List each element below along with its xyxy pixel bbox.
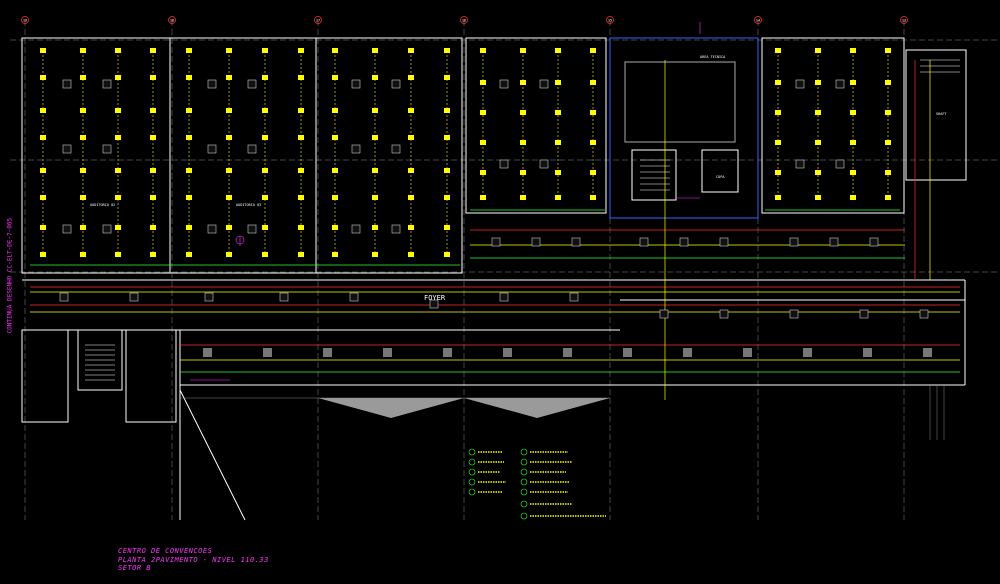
building-walls <box>21 37 967 521</box>
label-shaft: SHAFT <box>936 112 947 116</box>
label-auditorio-03: AUDITORIO 03 <box>236 203 261 207</box>
title-line-1: CENTRO DE CONVENCOES <box>118 547 213 555</box>
grid-label-3: 17 <box>316 18 320 22</box>
continuation-note: CONTINUA DESENHO CC-ELT-DE-7-005 <box>6 217 14 334</box>
foyer-label: FOYER <box>424 294 446 302</box>
grid-label-5: 15 <box>608 18 612 22</box>
grid-label-4: 16 <box>462 18 466 22</box>
grid-label-1: 19 <box>23 18 27 22</box>
drawing-title-block: CENTRO DE CONVENCOES PLANTA 2PAVIMENTO -… <box>118 547 269 573</box>
grid-label-7: 13 <box>902 18 906 22</box>
annotation-marks <box>190 22 701 381</box>
column-grid-lines <box>10 20 1000 520</box>
label-auditorio-02: AUDITORIO 02 <box>90 203 115 207</box>
fixtures-room-d <box>480 48 596 200</box>
column-grid-labels: 19 18 17 16 15 14 13 <box>23 18 906 22</box>
stair-hatching <box>85 59 960 381</box>
fixtures-room-b <box>186 48 304 257</box>
label-area-tecnica: AREA TECNICA <box>700 55 726 59</box>
downlight-squares <box>59 79 929 319</box>
lower-lines <box>180 385 945 440</box>
ramp-wedges <box>318 398 610 418</box>
grid-label-6: 14 <box>756 18 760 22</box>
pillar-blocks <box>203 348 932 357</box>
label-copa: COPA <box>716 175 725 179</box>
grid-label-2: 18 <box>170 18 174 22</box>
room-labels: AUDITORIO 02 AUDITORIO 03 AREA TECNICA S… <box>90 55 947 207</box>
fixture-rows <box>42 55 889 255</box>
fixtures-room-e <box>775 48 891 200</box>
legend-block <box>468 448 606 520</box>
column-grid-bubbles <box>21 16 908 24</box>
fixtures-room-a <box>40 48 156 257</box>
title-line-3: SETOR B <box>118 564 152 572</box>
fixtures-room-c <box>332 48 450 257</box>
title-line-2: PLANTA 2PAVIMENTO - NIVEL 110.33 <box>118 555 269 564</box>
